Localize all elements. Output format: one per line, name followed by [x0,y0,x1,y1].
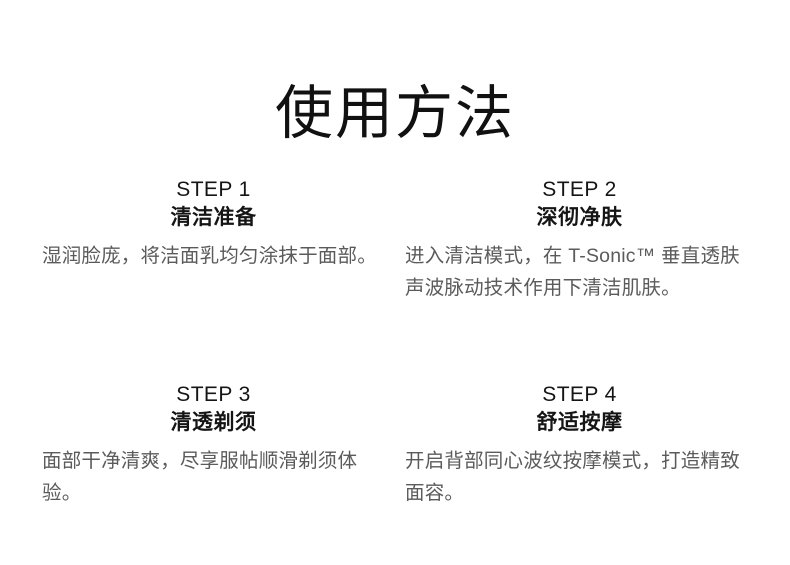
step-card-3: STEP 3 清透剃须 面部干净清爽，尽享服帖顺滑剃须体验。 [0,380,395,555]
step-body-4: 开启背部同心波纹按摩模式，打造精致面容。 [405,450,740,504]
step-body-3: 面部干净清爽，尽享服帖顺滑剃须体验。 [42,450,358,504]
step-label-1: STEP 1 [176,178,251,201]
step-label-2: STEP 2 [542,178,617,201]
step-heading-1: 清洁准备 [170,206,257,229]
steps-grid: STEP 1 清洁准备 湿润脸庞，将洁面乳均匀涂抹于面部。 STEP 2 深彻净… [0,175,790,555]
step-card-1: STEP 1 清洁准备 湿润脸庞，将洁面乳均匀涂抹于面部。 [0,175,395,380]
step-label-3: STEP 3 [176,383,251,406]
step-body-2: 进入清洁模式，在 T-Sonic™ 垂直透肤声波脉动技术作用下清洁肌肤。 [405,245,740,299]
step-heading-3: 清透剃须 [170,411,257,434]
step-heading-4: 舒适按摩 [536,411,623,434]
step-label-4: STEP 4 [542,383,617,406]
step-body-1: 湿润脸庞，将洁面乳均匀涂抹于面部。 [42,245,377,267]
step-heading-2: 深彻净肤 [536,206,623,229]
step-card-2: STEP 2 深彻净肤 进入清洁模式，在 T-Sonic™ 垂直透肤声波脉动技术… [395,175,790,380]
step-card-4: STEP 4 舒适按摩 开启背部同心波纹按摩模式，打造精致面容。 [395,380,790,555]
page-title: 使用方法 [274,80,515,146]
